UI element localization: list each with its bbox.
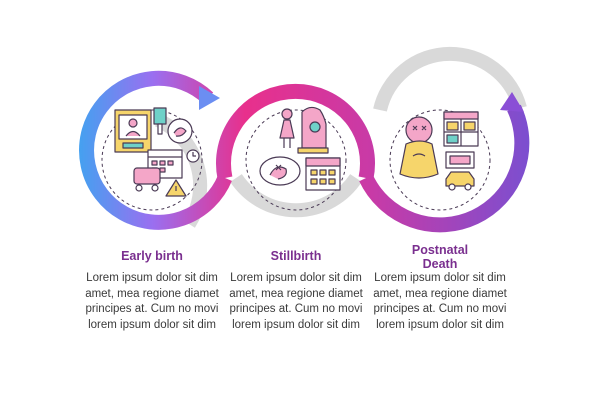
step-body-postnatal-death: Lorem ipsum dolor sit dim amet, mea regi… [373, 272, 507, 331]
step-body-early-birth: Lorem ipsum dolor sit dim amet, mea regi… [85, 272, 219, 331]
step-title-postnatal-death: Postnatal Death [365, 243, 515, 271]
step-title-stillbirth: Stillbirth [270, 249, 322, 263]
wave-segment-2 [216, 83, 375, 180]
wave-segment-1 [79, 70, 232, 230]
wave-segment-3 [359, 104, 530, 233]
inner-dashed-circle-1 [101, 109, 203, 211]
postnatal-death-icon [399, 111, 479, 191]
stillbirth-icon [259, 106, 341, 191]
gray-ring-right [373, 46, 527, 112]
step-body-stillbirth: Lorem ipsum dolor sit dim amet, mea regi… [229, 272, 363, 331]
gradient-wave [79, 70, 530, 233]
step-title-postnatal-line-1: Postnatal [411, 243, 469, 257]
arrow-head-right [500, 92, 524, 112]
early-birth-icon [114, 107, 200, 197]
step-title-postnatal-line-2: Death [422, 257, 458, 271]
step-title-early-birth: Early birth [121, 249, 183, 263]
inner-dashed-circle-2 [245, 109, 347, 211]
arrow-head-left [199, 86, 220, 110]
inner-dashed-circle-3 [389, 109, 491, 211]
